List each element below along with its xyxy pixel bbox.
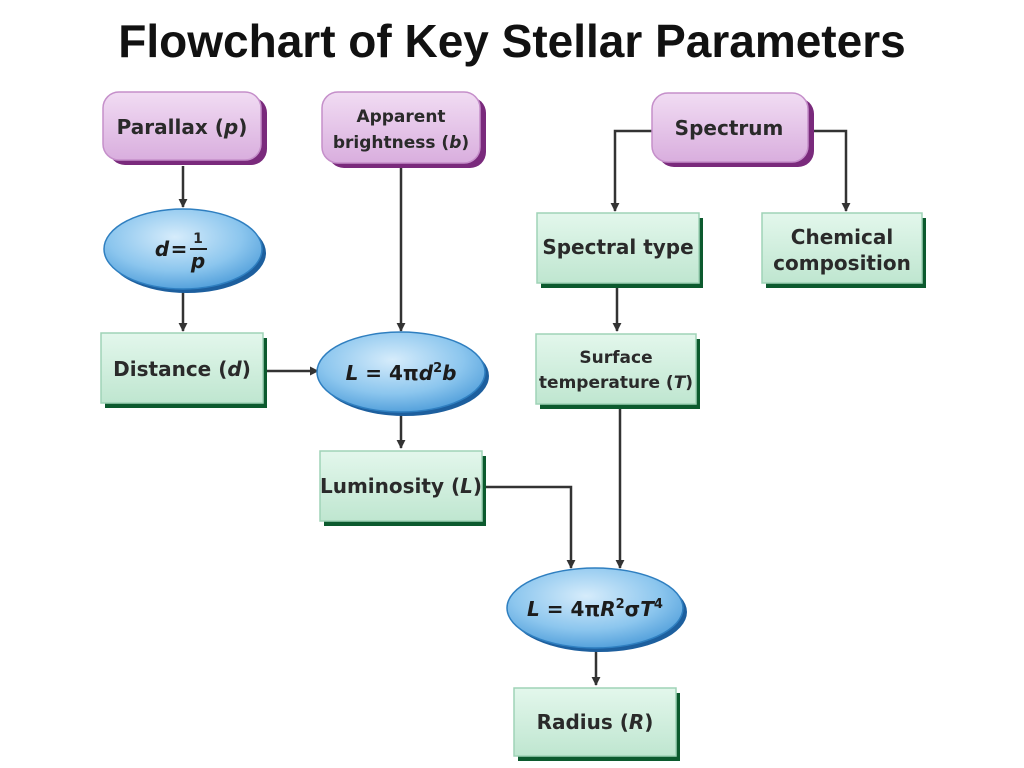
edge-spectrum-to-chemical-composition <box>808 129 851 212</box>
radius-formula-label: L = 4πR2σT4 <box>527 597 663 621</box>
distance-formula-denominator: p <box>190 249 205 273</box>
surface-temperature-line2: temperature (T) <box>539 373 693 393</box>
node-parallax: Parallax (p) <box>102 91 267 165</box>
node-distance-formula: d = 1 p <box>103 208 266 293</box>
parallax-label: Parallax (p) <box>117 115 248 139</box>
node-spectrum: Spectrum <box>651 92 814 167</box>
apparent-brightness-line1: Apparent <box>356 107 445 127</box>
connectors <box>178 129 851 686</box>
spectrum-label: Spectrum <box>675 116 784 140</box>
distance-formula-numerator: 1 <box>193 231 203 247</box>
node-distance: Distance (d) <box>100 332 267 408</box>
distance-formula-equals: = <box>171 237 188 261</box>
chemical-composition-line1: Chemical <box>791 225 893 249</box>
node-surface-temperature: Surface temperature (T) <box>535 333 700 409</box>
node-spectral-type: Spectral type <box>536 212 703 288</box>
node-chemical-composition: Chemical composition <box>761 212 926 288</box>
chemical-composition-line2: composition <box>773 251 911 275</box>
node-radius-formula: L = 4πR2σT4 <box>506 567 687 652</box>
surface-temperature-line1: Surface <box>579 348 652 368</box>
luminosity-formula-label: L = 4πd2b <box>346 361 457 385</box>
distance-formula-lhs: d <box>155 237 170 261</box>
page-title: Flowchart of Key Stellar Parameters <box>118 15 906 67</box>
node-luminosity: Luminosity (L) <box>319 450 486 526</box>
apparent-brightness-line2: brightness (b) <box>333 133 469 153</box>
edge-spectrum-to-spectral-type <box>610 129 652 212</box>
radius-label: Radius (R) <box>537 710 654 734</box>
edge-luminosity-to-radius-formula <box>485 485 576 569</box>
node-radius: Radius (R) <box>513 687 680 761</box>
node-apparent-brightness: Apparent brightness (b) <box>321 91 486 168</box>
spectral-type-label: Spectral type <box>542 235 693 259</box>
node-luminosity-formula: L = 4πd2b <box>316 331 489 416</box>
distance-label: Distance (d) <box>113 357 251 381</box>
luminosity-label: Luminosity (L) <box>320 474 482 498</box>
